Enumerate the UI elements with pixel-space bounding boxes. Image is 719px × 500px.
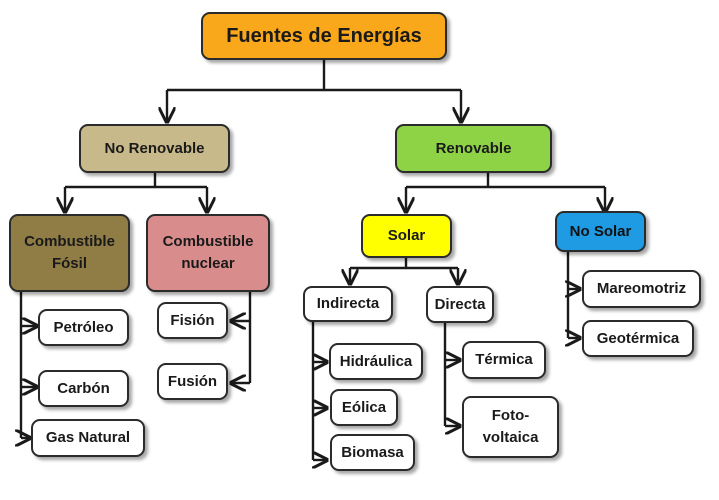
node-indirecta: Indirecta xyxy=(303,286,393,322)
leaf-fision: Fisión xyxy=(157,302,228,339)
leaf-biomasa: Biomasa xyxy=(330,434,415,471)
leaf-carbon: Carbón xyxy=(38,370,129,407)
fotovoltaica-line1: Foto- xyxy=(491,407,530,425)
nuclear-label-line2: nuclear xyxy=(181,255,235,272)
solar-connector xyxy=(350,258,458,270)
node-renovable: Renovable xyxy=(395,124,552,173)
fotovoltaica-line2: voltaica xyxy=(482,429,539,446)
leaf-fotovoltaica: Foto- voltaica xyxy=(462,396,559,458)
root-connector xyxy=(167,58,461,92)
leaf-termica: Térmica xyxy=(462,341,546,379)
leaf-fusion: Fusión xyxy=(157,363,228,400)
leaf-petroleo: Petróleo xyxy=(38,309,129,346)
leaf-gas-natural: Gas Natural xyxy=(31,419,145,457)
node-no-renovable: No Renovable xyxy=(79,124,230,173)
root-node-title: Fuentes de Energías xyxy=(201,12,447,60)
fosil-label-line2: Fósil xyxy=(51,255,87,272)
leaf-mareomotriz: Mareomotriz xyxy=(582,270,701,308)
node-no-solar: No Solar xyxy=(555,211,646,252)
fosil-label-line1: Combustible xyxy=(24,233,115,251)
node-solar: Solar xyxy=(361,214,452,258)
node-directa: Directa xyxy=(426,286,494,323)
leaf-geotermica: Geotérmica xyxy=(582,320,694,357)
no-renovable-connector xyxy=(65,173,207,189)
leaf-eolica: Eólica xyxy=(330,389,398,426)
renovable-connector xyxy=(406,173,605,189)
node-combustible-nuclear: Combustible nuclear xyxy=(146,214,270,292)
nuclear-label-line1: Combustible xyxy=(162,233,254,251)
leaf-hidraulica: Hidráulica xyxy=(329,343,423,380)
node-combustible-fosil: Combustible Fósil xyxy=(9,214,130,292)
